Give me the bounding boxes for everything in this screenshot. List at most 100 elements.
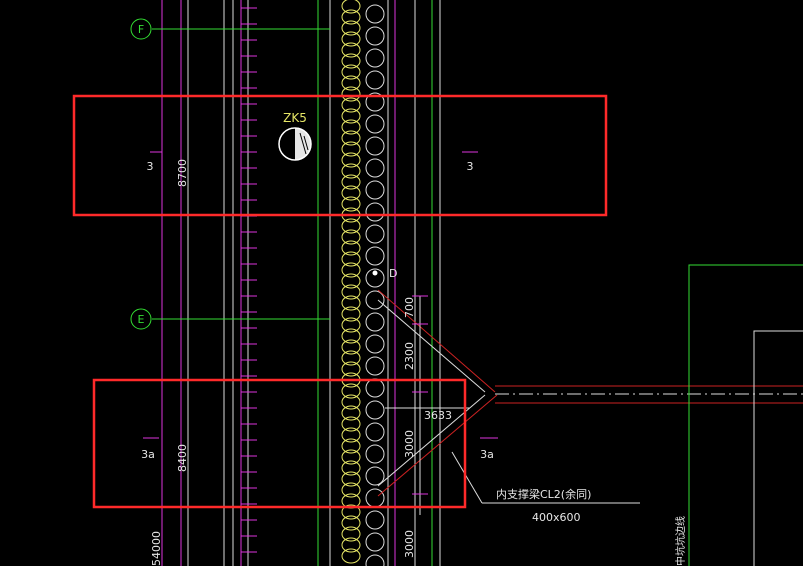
highlight-box-top[interactable]	[72, 94, 608, 217]
bored-pile	[365, 510, 385, 530]
bored-pile	[365, 422, 385, 442]
secant-pile	[341, 306, 361, 322]
point-d: D	[372, 267, 397, 280]
dim-54000: 54000	[150, 531, 163, 566]
bored-pile	[365, 378, 385, 398]
secant-pile	[341, 471, 361, 487]
secant-pile	[341, 515, 361, 531]
beam-size-text: 400x600	[532, 511, 581, 524]
secant-pile	[341, 163, 361, 179]
beam-note-text: 内支撑梁CL2(余同)	[496, 487, 591, 501]
secant-pile-row	[341, 0, 361, 564]
secant-pile	[341, 273, 361, 289]
section-marks: 3 3 3a 3a	[141, 151, 498, 461]
bored-pile	[365, 532, 385, 552]
secant-pile	[341, 75, 361, 91]
secant-pile	[341, 185, 361, 201]
bored-pile	[365, 48, 385, 68]
bored-pile-row	[365, 4, 385, 566]
secant-pile	[341, 537, 361, 553]
dim-8700: 8700	[176, 159, 189, 187]
excavation-outline	[688, 264, 803, 566]
secant-pile	[341, 119, 361, 135]
bored-pile	[365, 268, 385, 288]
highlight-box-bottom[interactable]	[92, 378, 467, 509]
secant-pile	[341, 460, 361, 476]
dim-3000-b: 3000	[403, 530, 416, 558]
bored-pile	[365, 136, 385, 156]
grid-axis-f: F	[130, 18, 330, 40]
secant-pile	[341, 229, 361, 245]
bored-pile	[365, 400, 385, 420]
secant-pile	[341, 339, 361, 355]
dim-700: 700	[403, 297, 416, 318]
secant-pile	[341, 548, 361, 564]
secant-pile	[341, 284, 361, 300]
secant-pile	[341, 350, 361, 366]
section-mark-3a-right: 3a	[480, 448, 494, 461]
secant-pile	[341, 218, 361, 234]
dim-8400: 8400	[176, 444, 189, 472]
secant-pile	[341, 64, 361, 80]
side-note: 中坑坑边线	[674, 516, 687, 566]
beam-note: 内支撑梁CL2(余同) 400x600	[451, 451, 640, 524]
bored-pile	[365, 290, 385, 310]
bored-pile	[365, 4, 385, 24]
bored-pile	[365, 180, 385, 200]
axis-label-e: E	[138, 313, 145, 326]
secant-pile	[341, 526, 361, 542]
diagonal-strut	[377, 289, 803, 497]
secant-pile	[341, 416, 361, 432]
secant-pile	[341, 20, 361, 36]
section-mark-3a-left: 3a	[141, 448, 155, 461]
secant-pile	[341, 141, 361, 157]
secant-pile	[341, 130, 361, 146]
secant-pile	[341, 174, 361, 190]
secant-pile	[341, 438, 361, 454]
grid-axis-e: E	[130, 308, 330, 330]
secant-pile	[341, 86, 361, 102]
secant-pile	[341, 9, 361, 25]
secant-pile	[341, 262, 361, 278]
secant-pile	[341, 383, 361, 399]
bored-pile	[365, 488, 385, 508]
secant-pile	[341, 361, 361, 377]
bored-pile	[365, 202, 385, 222]
secant-pile	[341, 152, 361, 168]
secant-pile	[341, 394, 361, 410]
secant-pile	[341, 449, 361, 465]
bored-pile	[365, 312, 385, 332]
axis-label-f: F	[138, 23, 144, 36]
bored-pile	[365, 466, 385, 486]
secant-pile	[341, 504, 361, 520]
bored-pile	[365, 158, 385, 178]
bored-pile	[365, 26, 385, 46]
bored-pile	[365, 554, 385, 566]
secant-pile	[341, 31, 361, 47]
dimension-texts: 8700 8400 54000 700 2300 3633 3000 3000	[150, 159, 452, 566]
bored-pile	[365, 334, 385, 354]
secant-pile	[341, 295, 361, 311]
wall-tick-marks	[241, 7, 257, 553]
column-label: ZK5	[283, 111, 307, 125]
left-structure-lines	[161, 0, 331, 566]
secant-pile	[341, 251, 361, 267]
bored-pile	[365, 246, 385, 266]
secant-pile	[341, 482, 361, 498]
bored-pile	[365, 356, 385, 376]
column-zk5: ZK5	[278, 111, 312, 161]
bored-pile	[365, 444, 385, 464]
secant-pile	[341, 0, 361, 14]
bored-pile	[365, 92, 385, 112]
bored-pile	[365, 114, 385, 134]
bored-pile	[365, 224, 385, 244]
secant-pile	[341, 240, 361, 256]
secant-pile	[341, 97, 361, 113]
secant-pile	[341, 108, 361, 124]
dim-3000-a: 3000	[403, 430, 416, 458]
secant-pile	[341, 53, 361, 69]
dim-3633: 3633	[424, 409, 452, 422]
secant-pile	[341, 427, 361, 443]
bored-pile	[365, 70, 385, 90]
